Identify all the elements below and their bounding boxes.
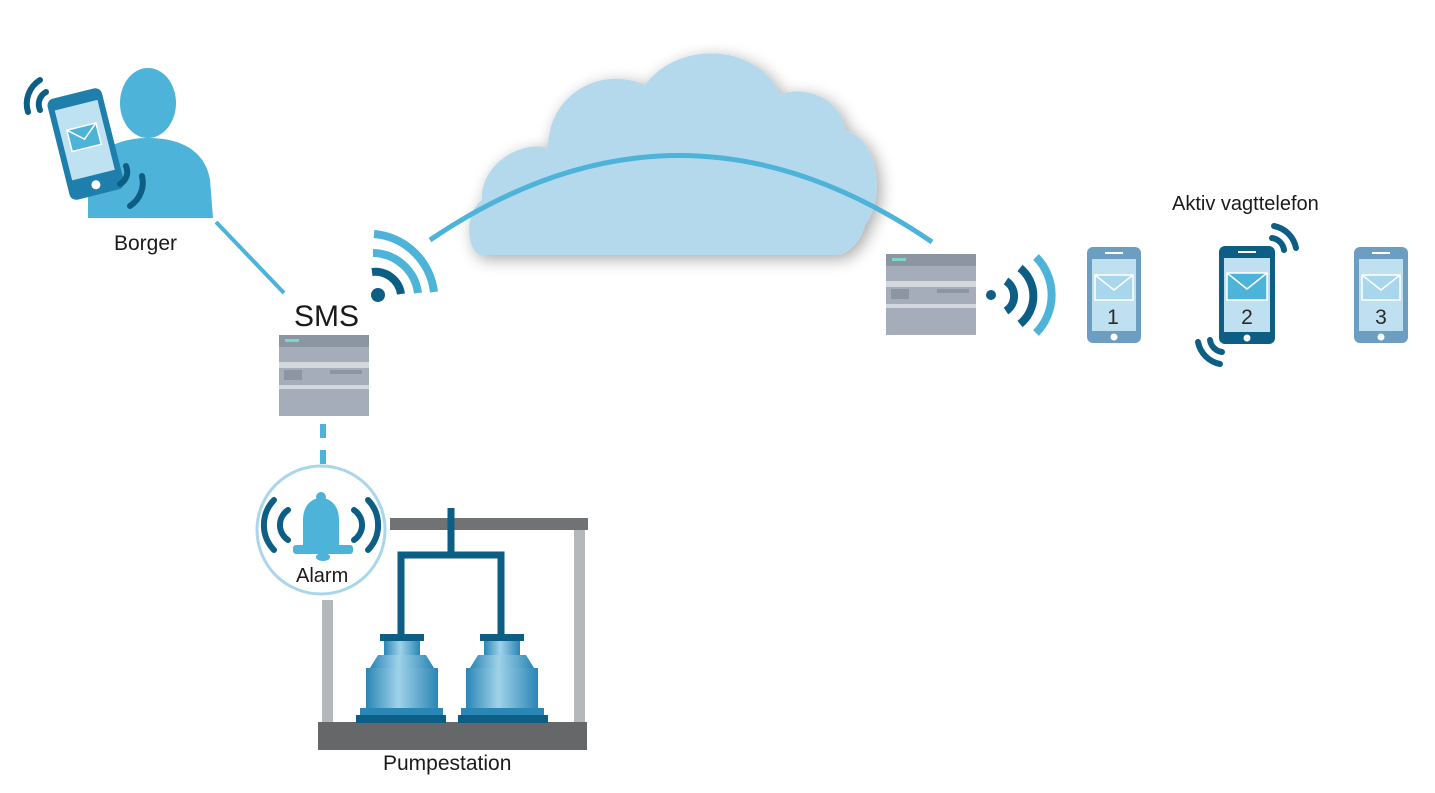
sms-controller-device — [279, 335, 369, 416]
pump-icon — [356, 634, 446, 723]
signal-waves-icon — [23, 77, 146, 209]
signal-waves-icon — [1195, 223, 1299, 367]
cloud-connection-arc — [428, 153, 934, 245]
phone-3-number: 3 — [1375, 306, 1387, 329]
pump-station-illustration — [318, 508, 588, 750]
person-icon — [88, 68, 213, 218]
wifi-signal-icon — [371, 230, 438, 302]
citizen-phone-icon — [47, 88, 125, 200]
phone-2-icon — [1219, 246, 1275, 344]
remote-controller-device — [886, 254, 976, 335]
signal-waves-icon — [986, 254, 1056, 336]
citizen-label: Borger — [114, 232, 178, 255]
phone-3-icon — [1354, 247, 1408, 343]
sms-label: SMS — [294, 300, 360, 333]
active-phone-label: Aktiv vagttelefon — [1172, 193, 1319, 215]
alarm-bell-icon — [255, 464, 387, 596]
citizen-connection-line — [214, 220, 286, 295]
alarm-label: Alarm — [296, 565, 349, 587]
phone-1-number: 1 — [1107, 306, 1119, 329]
pump-icon — [458, 634, 548, 723]
phone-2-number: 2 — [1241, 306, 1253, 329]
pump-station-label: Pumpestation — [383, 752, 512, 775]
phone-1-icon — [1087, 247, 1141, 343]
